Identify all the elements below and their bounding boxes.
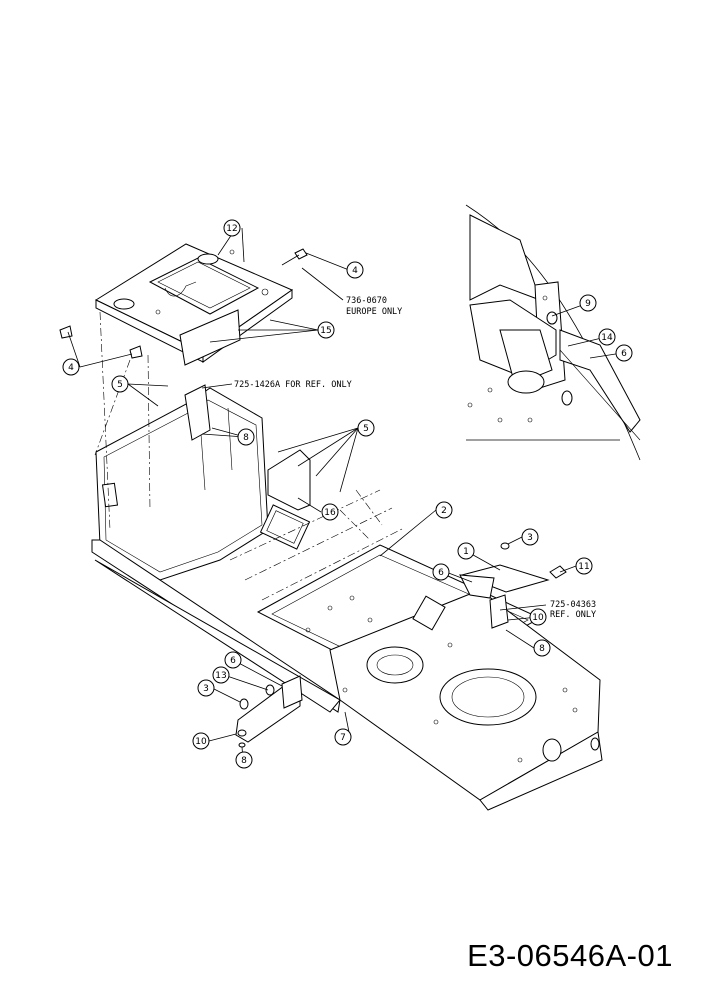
callout-1: 1 (457, 542, 475, 560)
callout-4-left: 4 (62, 358, 80, 376)
svg-text:13: 13 (215, 671, 226, 681)
svg-text:4: 4 (352, 266, 358, 276)
callout-6-inset: 6 (615, 344, 633, 362)
callout-10-lower: 10 (192, 732, 210, 750)
callout-15: 15 (317, 321, 335, 339)
seat-fasteners (59, 248, 308, 359)
svg-text:2: 2 (441, 506, 447, 516)
svg-text:3: 3 (203, 684, 209, 694)
svg-text:16: 16 (324, 508, 336, 518)
svg-text:10: 10 (532, 613, 544, 623)
note-725-1426a: 725-1426A FOR REF. ONLY (234, 380, 352, 390)
svg-text:14: 14 (601, 333, 613, 343)
note-725-04363-line1: 725-04363 (550, 600, 596, 610)
svg-text:8: 8 (243, 433, 249, 443)
lower-left-bracket (235, 675, 303, 748)
svg-text:11: 11 (578, 562, 589, 572)
note-736-0670-line2: EUROPE ONLY (346, 307, 402, 317)
text-notes: 736-0670 EUROPE ONLY 725-1426A FOR REF. … (234, 296, 596, 620)
callout-9: 9 (579, 294, 597, 312)
note-725-04363-line2: REF. ONLY (550, 610, 596, 620)
callout-8-upper: 8 (237, 428, 255, 446)
svg-text:4: 4 (68, 363, 74, 373)
svg-text:1: 1 (463, 547, 469, 557)
svg-text:6: 6 (621, 349, 627, 359)
callout-13: 13 (212, 666, 230, 684)
callout-3-right: 3 (521, 528, 539, 546)
callout-5-right: 5 (357, 419, 375, 437)
callout-10-right: 10 (529, 608, 547, 626)
callout-11: 11 (575, 557, 593, 575)
leader-lines (67, 227, 623, 761)
callout-16: 16 (321, 503, 339, 521)
svg-text:8: 8 (241, 756, 247, 766)
callout-7: 7 (334, 728, 352, 746)
svg-text:10: 10 (195, 737, 207, 747)
tractor-frame (91, 384, 603, 811)
callout-12: 12 (223, 219, 241, 237)
svg-text:15: 15 (320, 326, 331, 336)
callout-8-right: 8 (533, 639, 551, 657)
detail-inset (465, 204, 641, 461)
svg-text:8: 8 (539, 644, 545, 654)
assembly-lines (94, 311, 405, 601)
callout-6-right: 6 (432, 563, 450, 581)
callout-3-lower: 3 (197, 679, 215, 697)
svg-text:5: 5 (363, 424, 369, 434)
svg-text:9: 9 (585, 299, 591, 309)
note-736-0670-line1: 736-0670 (346, 296, 387, 306)
callout-2: 2 (435, 501, 453, 519)
callout-6-lower: 6 (224, 651, 242, 669)
svg-text:5: 5 (117, 380, 123, 390)
callout-14: 14 (598, 328, 616, 346)
svg-text:3: 3 (527, 533, 533, 543)
svg-text:7: 7 (340, 733, 346, 743)
callout-8-lower: 8 (235, 751, 253, 769)
drawing-number: E3-06546A-01 (467, 938, 673, 973)
svg-text:6: 6 (230, 656, 236, 666)
seat-plate (94, 243, 294, 366)
svg-text:12: 12 (226, 224, 237, 234)
svg-text:6: 6 (438, 568, 444, 578)
callout-4-top: 4 (346, 261, 364, 279)
callout-5-left: 5 (111, 375, 129, 393)
